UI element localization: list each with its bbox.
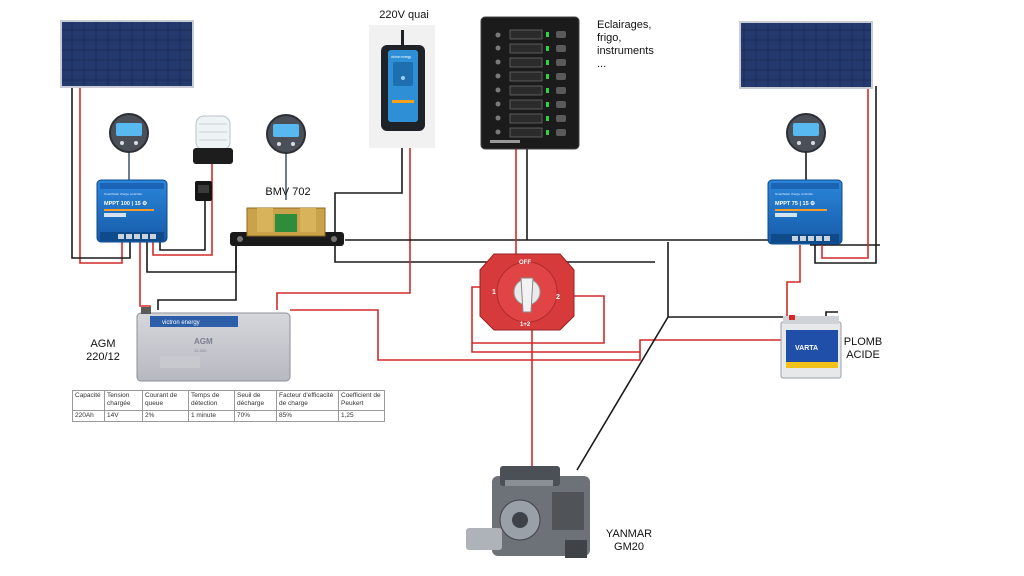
spec-header-peukert: Coefficient de Peukert [338, 390, 385, 411]
wire-charger-black [334, 140, 403, 232]
wire-light-red [152, 152, 213, 256]
solar-panel-right [739, 21, 873, 89]
agm-battery: victron energy AGM 12-220 [136, 307, 291, 382]
engine-label: YANMAR GM20 [602, 528, 656, 554]
spec-header-capacity: Capacité [72, 390, 105, 411]
lead-acid-label: PLOMB ACIDE [840, 336, 886, 362]
light-switch [195, 181, 212, 201]
bmv-shunt [230, 207, 344, 246]
breaker-panel [480, 16, 580, 150]
spec-value-tail-current: 2% [142, 410, 189, 422]
agm-model: AGM [194, 337, 213, 346]
yanmar-engine [466, 466, 590, 558]
agm-sub: 12-220 [194, 348, 207, 353]
agm-label-line-1: AGM [90, 338, 116, 350]
wire-right-panel-black [814, 86, 877, 264]
spec-value-row: 220Ah 14V 2% 1 minute 70% 85% 1,25 [72, 410, 385, 422]
wire-switch-2-red [472, 295, 605, 344]
spec-header-tail-current: Courant de queue [142, 390, 189, 411]
switch-label-off: OFF [519, 260, 531, 266]
lead-acid-battery: VARTA [780, 315, 842, 379]
spec-value-discharge-floor: 70% [234, 410, 277, 422]
solar-panel-left [60, 20, 194, 88]
switch-label-1: 1 [492, 289, 496, 296]
wire-charger-red [276, 140, 411, 310]
battery-spec-table: Capacité Tension chargée Courant de queu… [72, 390, 385, 422]
agm-brand: victron energy [162, 320, 200, 326]
shore-power-label: 220V quai [379, 9, 429, 21]
wire-left-panel-black [71, 86, 131, 259]
shore-charger: victron energy [369, 25, 435, 148]
loads-label: Eclairages, frigo, instruments ... [597, 19, 677, 71]
wires [71, 86, 880, 471]
spec-header-discharge-floor: Seuil de décharge [234, 390, 277, 411]
spec-value-charge-efficiency: 85% [276, 410, 339, 422]
bmv-display [266, 114, 306, 154]
mppt-left-model: MPPT 100 | 15 ⚙ [104, 200, 147, 207]
spec-value-peukert: 1,25 [338, 410, 385, 422]
mppt-right-brand: SmartSolar charge controller [775, 192, 813, 196]
spec-header-voltage: Tension chargée [104, 390, 143, 411]
spec-header-detection-time: Temps de détection [188, 390, 235, 411]
spec-value-detection-time: 1 minute [188, 410, 235, 422]
wire-mppt-left-battery-red [139, 242, 151, 310]
engine-line-1: YANMAR [605, 528, 653, 540]
mppt-controller-left: SmartSolar charge controller MPPT 100 | … [96, 179, 168, 243]
loads-line-2: frigo, [597, 32, 622, 44]
switch-label-both: 1+2 [520, 322, 531, 328]
mppt-right-model: MPPT 75 | 15 ⚙ [775, 200, 815, 207]
mppt-display-right [786, 113, 826, 153]
wire-agm-red [290, 309, 790, 361]
breaker-rows [495, 29, 566, 138]
mppt-controller-right: SmartSolar charge controller MPPT 75 | 1… [767, 179, 843, 245]
engine-line-2: GM20 [614, 541, 644, 553]
wire-right-panel-red [821, 86, 869, 259]
loads-line-3: instruments [597, 45, 654, 57]
mppt-display-left [109, 113, 149, 153]
spec-value-voltage: 14V [104, 410, 143, 422]
battery-selector-switch: OFF 1 2 1+2 [479, 253, 575, 331]
spec-value-capacity: 220Ah [72, 410, 105, 422]
wire-light-black [159, 200, 206, 251]
agm-label-line-2: 220/12 [86, 351, 120, 363]
bmv-label: BMV 702 [265, 186, 311, 198]
lead-acid-line-2: ACIDE [846, 349, 880, 361]
loads-line-4: ... [597, 58, 607, 70]
wire-mppt-right-red [786, 245, 801, 318]
spec-header-charge-efficiency: Facteur d'efficacité de charge [276, 390, 339, 411]
loads-line-1: Eclairages, [597, 19, 652, 31]
spec-header-row: Capacité Tension chargée Courant de queu… [72, 390, 385, 411]
varta-logo: VARTA [795, 345, 818, 352]
charger-brand: victron energy [391, 55, 411, 59]
lead-acid-line-1: PLOMB [843, 336, 883, 348]
switch-label-2: 2 [556, 294, 560, 301]
wire-shunt-battery-black [157, 245, 237, 310]
mppt-left-brand: SmartSolar charge controller [104, 192, 142, 196]
wire-left-panel-red [79, 86, 123, 264]
navigation-light [193, 115, 233, 164]
agm-label: AGM 220/12 [80, 338, 126, 364]
